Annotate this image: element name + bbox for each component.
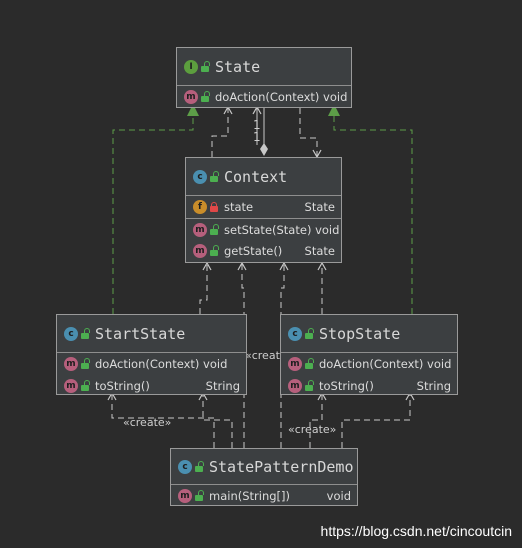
method-icon: m [193,244,207,258]
dep-context-state-left [211,108,229,157]
public-icon [201,60,210,72]
method-icon: m [184,90,198,104]
method-icon: m [178,489,192,503]
demo-header[interactable]: c StatePatternDemo [171,449,357,485]
stopstate-method-row[interactable]: m toString() String [281,375,457,397]
method-icon: m [64,357,78,371]
state-interface-box[interactable]: I State m doAction(Context) void [176,47,352,108]
method-icon: m [288,357,302,371]
context-method-row[interactable]: m setState(State) void [186,218,341,240]
method-label: toString() [319,379,374,393]
startstate-class-box[interactable]: c StartState m doAction(Context) void m … [56,314,247,395]
create-label-left: «create» [123,416,172,429]
startstate-header[interactable]: c StartState [57,315,246,353]
method-icon: m [288,379,302,393]
field-type: State [304,200,335,214]
public-icon [210,245,219,256]
create-label-right: «create» [288,423,337,436]
stopstate-header[interactable]: c StopState [281,315,457,353]
create-demo-stopstate-b [341,394,411,448]
demo-method-row[interactable]: m main(String[]) void [171,485,357,507]
field-label: state [224,200,254,214]
public-icon [195,490,204,501]
watermark-text: https://blog.csdn.net/cincoutcin [320,523,512,539]
context-class-box[interactable]: c Context f state State m setState(State… [185,157,342,263]
dep-context-state-right [299,108,318,157]
method-type: void [326,489,351,503]
dep-startstate-context [199,264,208,314]
stopstate-title: StopState [319,324,401,343]
public-icon [195,460,204,472]
create-demo-startstate-a [111,394,215,448]
method-label: doAction(Context) void [215,90,348,104]
state-title: State [215,57,261,76]
class-icon: c [288,326,302,341]
method-icon: m [64,379,78,393]
arrow-context-startstate [202,261,212,271]
method-type: State [304,244,335,258]
realization-arrowhead-right [328,104,340,116]
context-method-row[interactable]: m getState() State [186,240,341,262]
public-icon [81,327,90,339]
realization-arrowhead-left [187,104,199,116]
context-field-row[interactable]: f state State [186,196,341,218]
realize-startstate-state [112,112,194,314]
class-icon: c [178,459,192,474]
method-type: String [205,379,240,393]
startstate-method-row[interactable]: m doAction(Context) void [57,353,246,375]
state-method-row[interactable]: m doAction(Context) void [177,86,351,108]
public-icon [305,327,314,339]
stopstate-method-row[interactable]: m doAction(Context) void [281,353,457,375]
method-type: String [416,379,451,393]
public-icon [210,170,219,182]
composition-diamond [260,143,268,156]
method-label: setState(State) void [224,222,340,237]
create-demo-startstate-b [202,394,233,448]
multiplicity-top: 1 [253,118,261,132]
method-label: doAction(Context) void [319,357,452,371]
state-header[interactable]: I State [177,48,351,86]
arrow-context-demo-r [279,261,289,271]
arrow-context-stopstate [317,261,327,271]
method-label: toString() [95,379,150,393]
public-icon [81,358,90,369]
interface-icon: I [184,59,198,74]
public-icon [201,91,210,102]
public-icon [305,358,314,369]
method-label: doAction(Context) void [95,357,228,371]
realize-stopstate-state [333,112,413,314]
stopstate-class-box[interactable]: c StopState m doAction(Context) void m t… [280,314,458,395]
context-title: Context [224,167,288,186]
public-icon [305,380,314,391]
arrow-context-demo-l [237,261,247,271]
class-icon: c [64,326,78,341]
startstate-title: StartState [95,324,186,343]
context-header[interactable]: c Context [186,158,341,196]
demo-title: StatePatternDemo [209,457,354,476]
method-icon: m [193,222,207,237]
statepatterndemo-class-box[interactable]: c StatePatternDemo m main(String[]) void [170,448,358,506]
method-label: getState() [224,244,283,258]
method-label: main(String[]) [209,489,290,503]
public-icon [210,223,219,235]
create-demo-stopstate-a [309,394,323,448]
public-icon [81,380,90,391]
private-icon [210,202,218,212]
startstate-method-row[interactable]: m toString() String [57,375,246,397]
field-icon: f [193,200,207,214]
class-icon: c [193,169,207,184]
multiplicity-bottom: 1 [253,130,261,144]
